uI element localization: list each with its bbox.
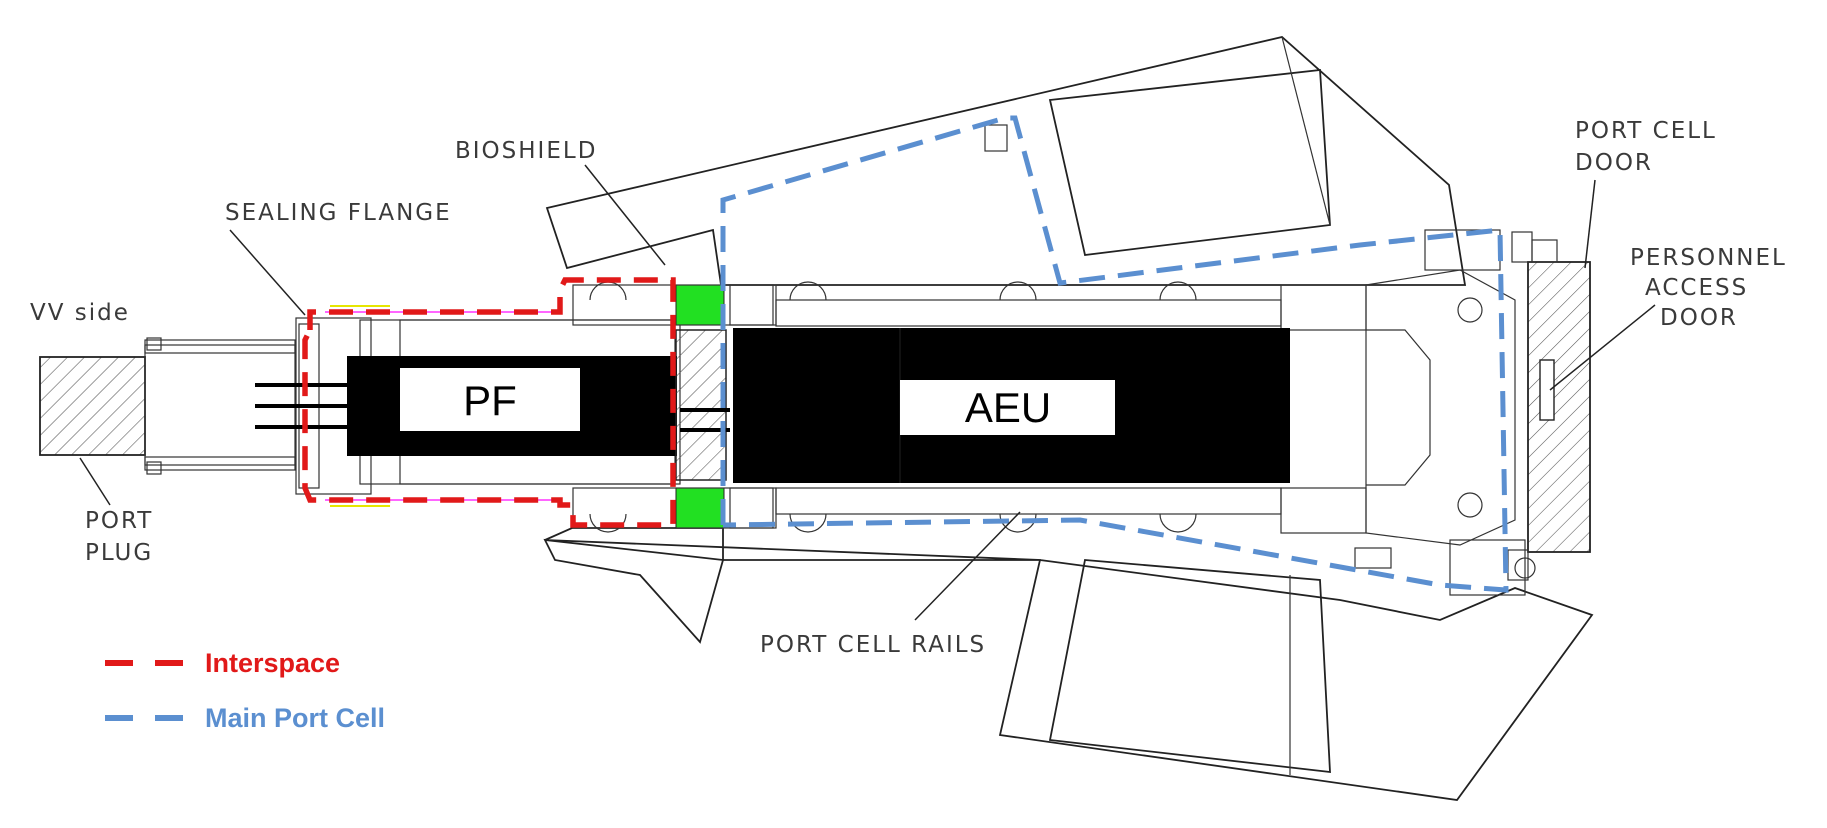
legend-main-port-cell-label: Main Port Cell bbox=[205, 703, 385, 733]
port-cell-door-label-1: PORT CELL bbox=[1575, 118, 1717, 144]
pf-label: PF bbox=[463, 377, 517, 424]
legend-interspace-label: Interspace bbox=[205, 648, 340, 678]
lower-wall bbox=[543, 527, 1594, 801]
aeu-block: AEU bbox=[733, 328, 1290, 483]
port-plug-label-1: PORT bbox=[85, 508, 153, 534]
main-port-cell-boundary bbox=[720, 115, 1509, 593]
seal-block-top bbox=[675, 284, 725, 326]
aeu-label: AEU bbox=[965, 384, 1051, 431]
port-cell-rails-label: PORT CELL RAILS bbox=[760, 632, 986, 658]
legend-item-main-port-cell: Main Port Cell bbox=[105, 703, 385, 733]
bioshield-label: BIOSHIELD bbox=[455, 138, 597, 164]
personnel-access-door bbox=[1539, 359, 1555, 421]
seal-block-bottom bbox=[675, 487, 725, 529]
upper-wall bbox=[545, 36, 1467, 286]
interspace-boundary bbox=[302, 277, 676, 528]
legend-item-interspace: Interspace bbox=[105, 648, 340, 678]
bioshield bbox=[675, 284, 730, 529]
sealing-flange-label: SEALING FLANGE bbox=[225, 200, 452, 226]
leader-lines bbox=[79, 164, 1656, 621]
personnel-label-3: DOOR bbox=[1660, 305, 1738, 331]
personnel-label-2: ACCESS bbox=[1645, 275, 1748, 301]
port-plug-label-2: PLUG bbox=[85, 540, 153, 566]
vv-side-label: VV side bbox=[30, 300, 130, 326]
port-cell-door-label-2: DOOR bbox=[1575, 150, 1653, 176]
pf-block: PF bbox=[255, 356, 677, 456]
personnel-label-1: PERSONNEL bbox=[1630, 245, 1787, 271]
legend: Interspace Main Port Cell bbox=[105, 648, 385, 733]
port-cell-door bbox=[1507, 231, 1591, 581]
